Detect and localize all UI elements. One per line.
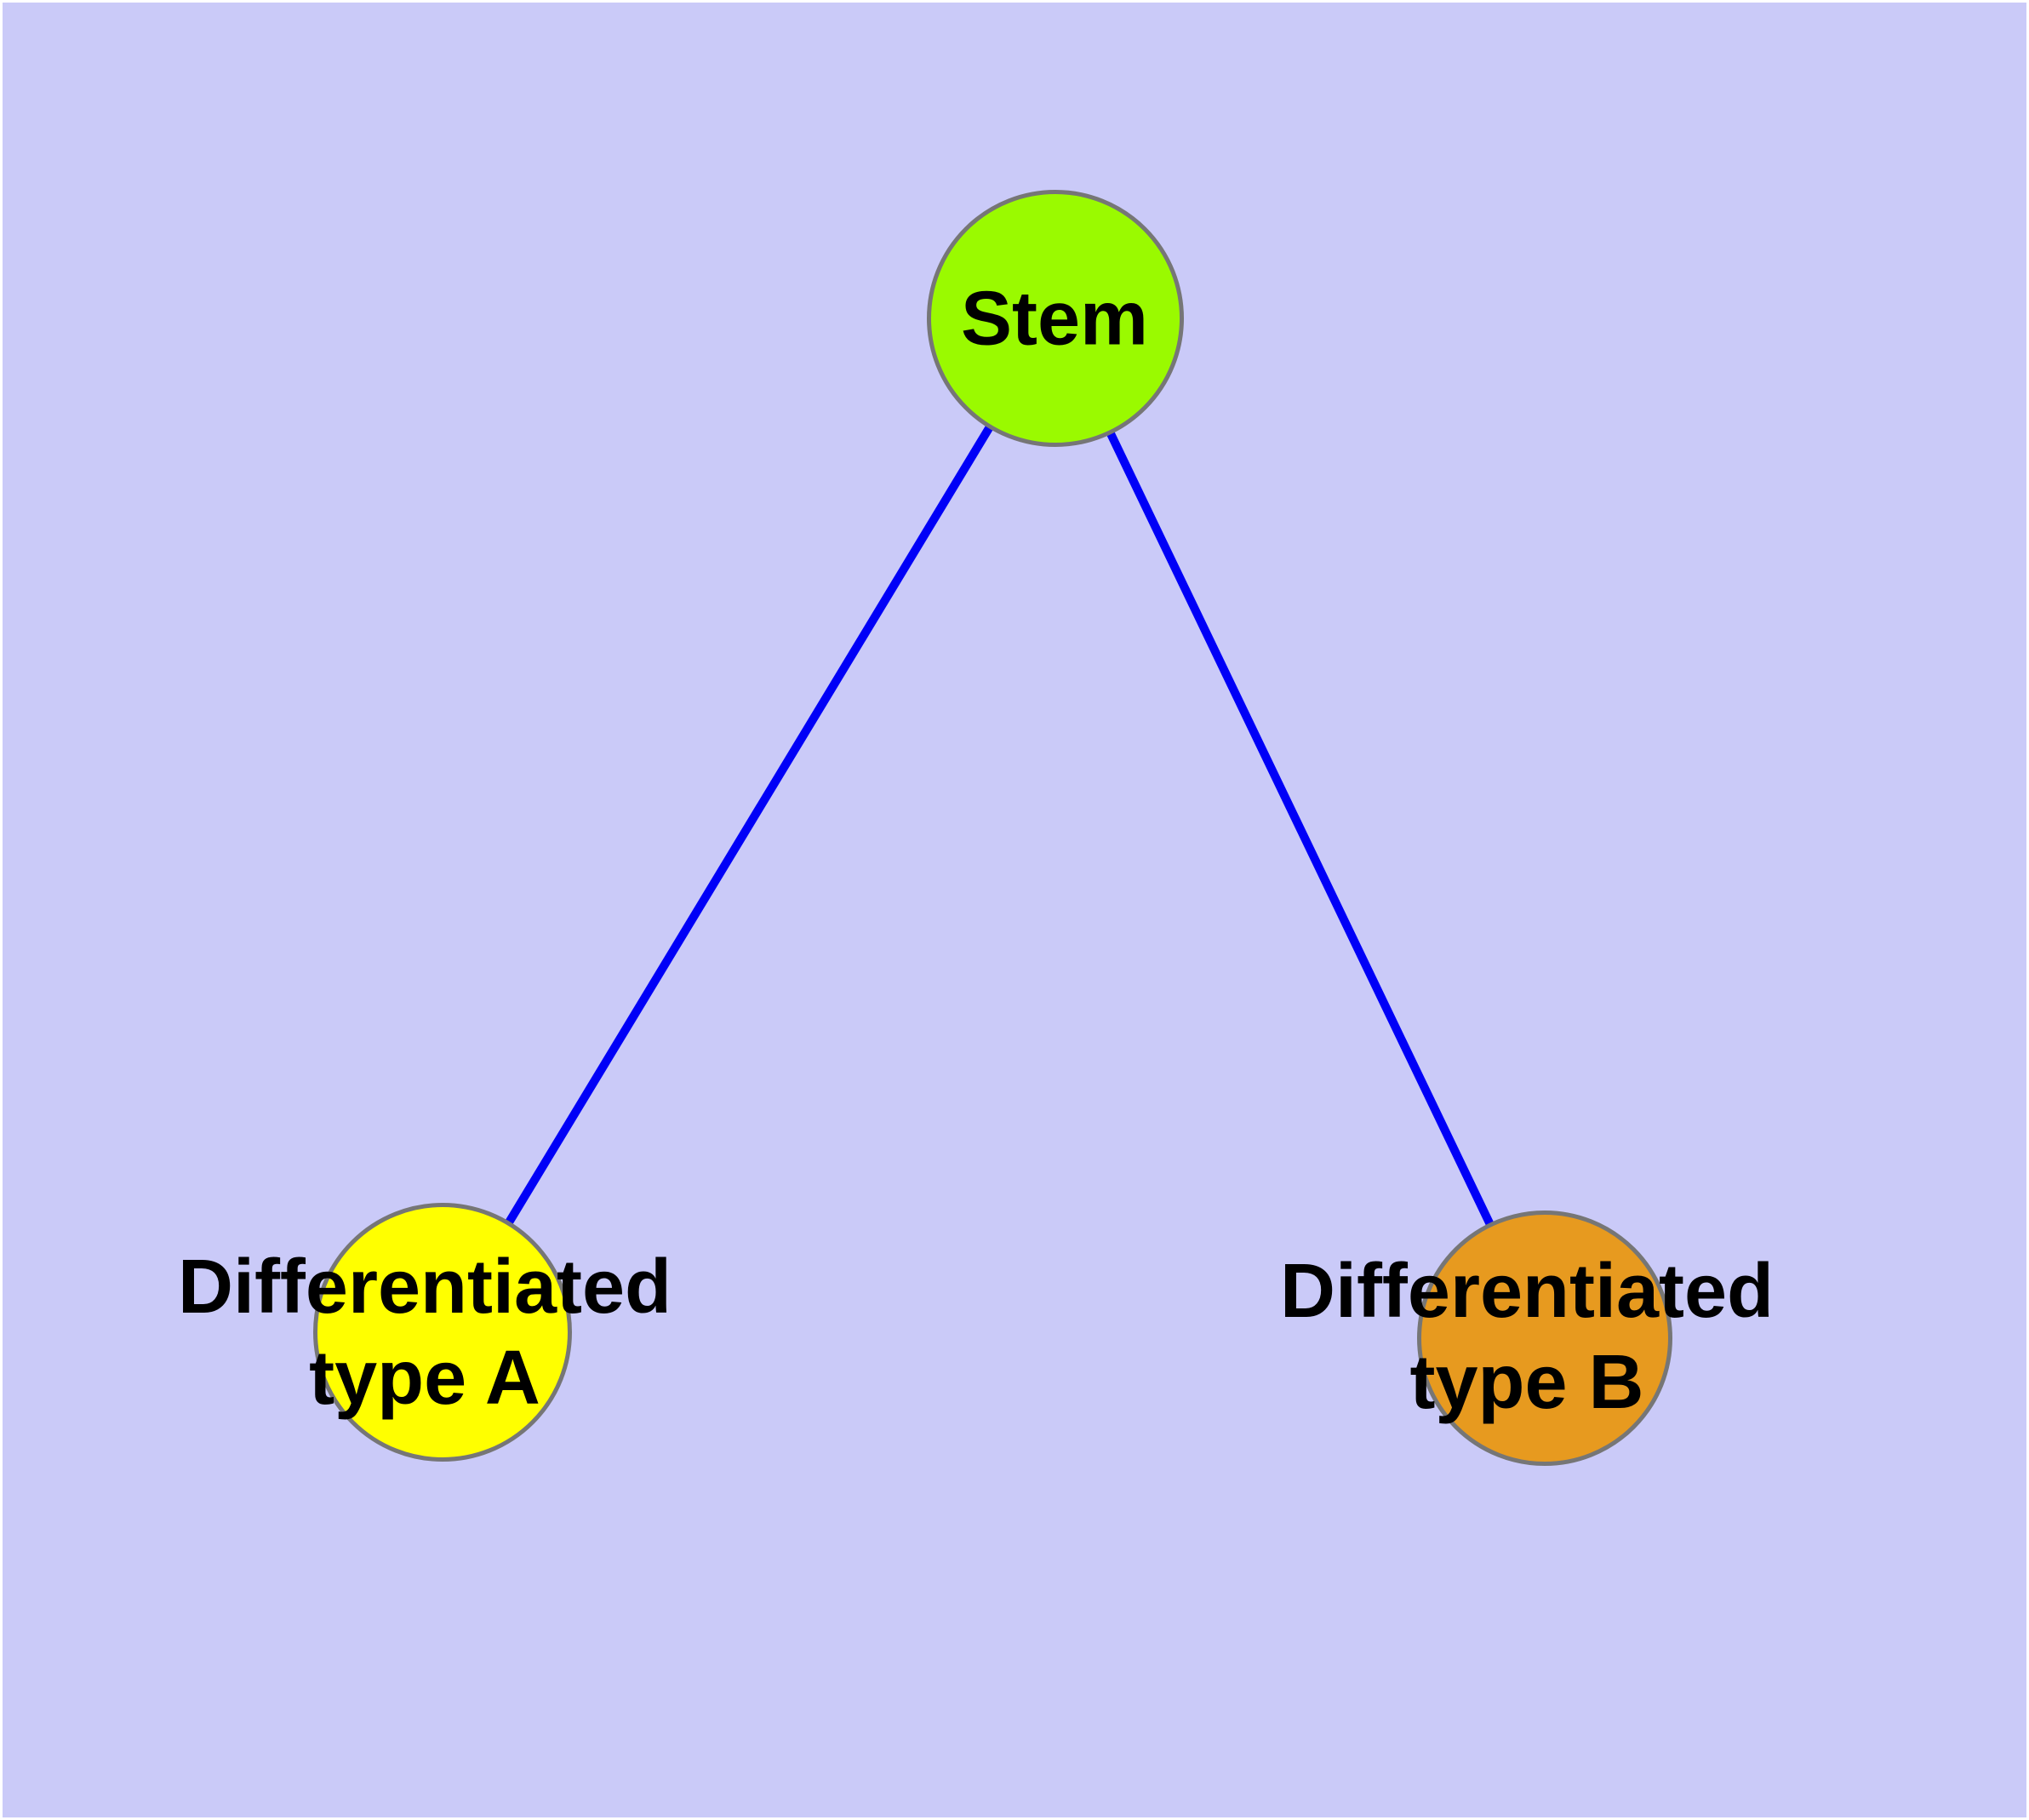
node-label-differentiated-type-a: Differentiated type A	[177, 1245, 672, 1421]
node-label-differentiated-type-b: Differentiated type B	[1279, 1249, 1775, 1425]
node-circle-stem	[927, 190, 1184, 447]
edge-stem-to-type-b	[1051, 316, 1549, 1341]
edge-stem-to-type-a	[438, 316, 1060, 1335]
node-label-stem: Stem	[960, 276, 1149, 362]
node-circle-differentiated-type-a	[313, 1203, 572, 1462]
node-circle-differentiated-type-b	[1417, 1210, 1672, 1466]
